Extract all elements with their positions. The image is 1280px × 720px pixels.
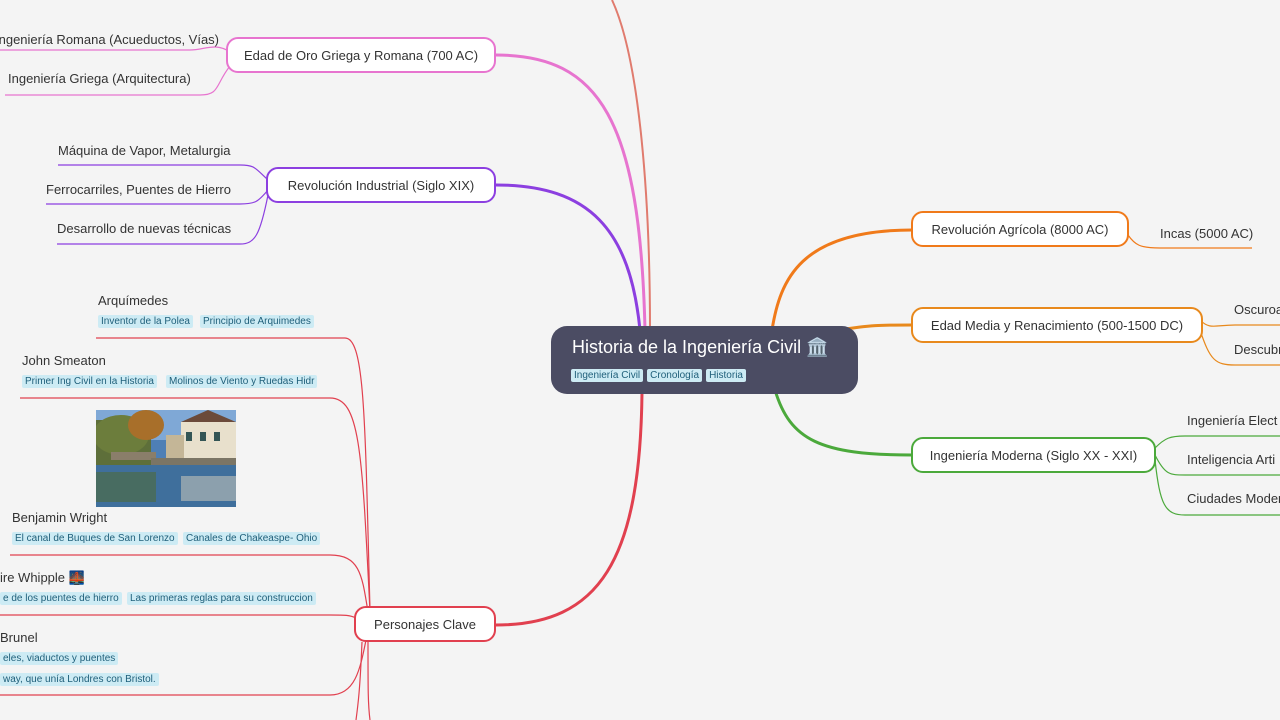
person-arquimedes[interactable]: Arquímedes: [98, 293, 169, 308]
connector-agricola: [770, 228, 913, 331]
connector-greco-2: [5, 65, 231, 96]
classical-building-icon: 🏛️: [806, 337, 829, 357]
bridge-at-night-icon: 🌉: [68, 570, 85, 585]
leaf-greco-1[interactable]: Ingeniería Romana (Acueductos, Vías): [0, 32, 220, 47]
connector-pers-smeaton: [20, 397, 371, 613]
leaf-greco-2[interactable]: Ingeniería Griega (Arquitectura): [8, 71, 191, 86]
person-tag[interactable]: Primer Ing Civil en la Historia: [22, 375, 157, 388]
root-tag[interactable]: Ingeniería Civil: [571, 369, 644, 382]
connector-personajes: [495, 392, 644, 627]
leaf-moderna-3[interactable]: Ciudades Moder: [1187, 491, 1280, 506]
branch-personajes[interactable]: Personajes Clave: [354, 606, 496, 642]
connector-industrial: [495, 183, 642, 331]
leaf-media-2[interactable]: Descubr: [1234, 342, 1280, 357]
branch-industrial[interactable]: Revolución Industrial (Siglo XIX): [266, 167, 496, 203]
connector-agr-1: [1127, 234, 1252, 249]
connector-ind-1: [58, 164, 269, 181]
person-whipple-name: ire Whipple: [0, 570, 66, 585]
connector-ind-3: [57, 194, 269, 245]
canal-photo: [96, 410, 236, 507]
root-title: Historia de la Ingeniería Civil: [572, 337, 802, 357]
person-tag[interactable]: Inventor de la Polea: [98, 315, 193, 328]
connector-mod-1: [1154, 435, 1280, 449]
person-tag[interactable]: eles, viaductos y puentes: [0, 652, 119, 665]
leaf-agricola-1[interactable]: Incas (5000 AC): [1160, 226, 1254, 241]
connector-greco-1: [0, 46, 231, 53]
leaf-industrial-3[interactable]: Desarrollo de nuevas técnicas: [57, 221, 232, 236]
person-tag[interactable]: Canales de Chakeaspe- Ohio: [183, 532, 321, 545]
person-tag[interactable]: Molinos de Viento y Ruedas Hidr: [166, 375, 318, 388]
leaf-moderna-1[interactable]: Ingeniería Elect: [1187, 413, 1278, 428]
connector-pers-more2: [355, 641, 363, 720]
person-tag[interactable]: El canal de Buques de San Lorenzo: [12, 532, 178, 545]
leaf-media-1[interactable]: Oscuroa: [1234, 302, 1280, 317]
branch-greco-romana[interactable]: Edad de Oro Griega y Romana (700 AC): [226, 37, 496, 73]
connector-med-1: [1199, 319, 1280, 327]
connector-pers-more: [367, 641, 371, 720]
person-smeaton[interactable]: John Smeaton: [22, 353, 106, 368]
connector-mod-2: [1154, 454, 1280, 476]
person-tag[interactable]: e de los puentes de hierro: [0, 592, 122, 605]
branch-edad-media[interactable]: Edad Media y Renacimiento (500-1500 DC): [911, 307, 1203, 343]
connector-pers-whipple: [0, 614, 357, 619]
person-wright[interactable]: Benjamin Wright: [12, 510, 108, 525]
leaf-industrial-2[interactable]: Ferrocarriles, Puentes de Hierro: [46, 182, 231, 197]
person-tag[interactable]: Principio de Arquimedes: [200, 315, 314, 328]
branch-agricola[interactable]: Revolución Agrícola (8000 AC): [911, 211, 1129, 247]
root-node[interactable]: Historia de la Ingeniería Civil 🏛️ Ingen…: [551, 326, 858, 394]
leaf-industrial-1[interactable]: Máquina de Vapor, Metalurgia: [58, 143, 231, 158]
branch-moderna[interactable]: Ingeniería Moderna (Siglo XX - XXI): [911, 437, 1156, 473]
root-tags: Ingeniería Civil Cronología Historia: [571, 369, 746, 382]
root-tag[interactable]: Historia: [706, 369, 746, 382]
connector-mod-3: [1154, 459, 1280, 516]
connector-ind-2: [46, 189, 269, 205]
person-brunel[interactable]: Brunel: [0, 630, 38, 645]
person-tag[interactable]: Las primeras reglas para su construccion: [127, 592, 316, 605]
connector-pers-wright: [10, 554, 369, 613]
connector-moderna: [773, 389, 913, 457]
connector-pers-brunel: [0, 639, 367, 696]
leaf-moderna-2[interactable]: Inteligencia Arti: [1187, 452, 1276, 467]
person-whipple[interactable]: ire Whipple 🌉: [0, 570, 85, 586]
connector-greco-romana: [495, 53, 647, 331]
person-tag[interactable]: way, que unía Londres con Bristol.: [0, 673, 159, 686]
connector-med-2: [1199, 329, 1280, 366]
connector-pers-arquimedes: [96, 337, 371, 611]
root-tag[interactable]: Cronología: [647, 369, 703, 382]
root-title-row: Historia de la Ingeniería Civil 🏛️: [572, 337, 829, 358]
connector-top-offscreen: [611, 0, 651, 331]
